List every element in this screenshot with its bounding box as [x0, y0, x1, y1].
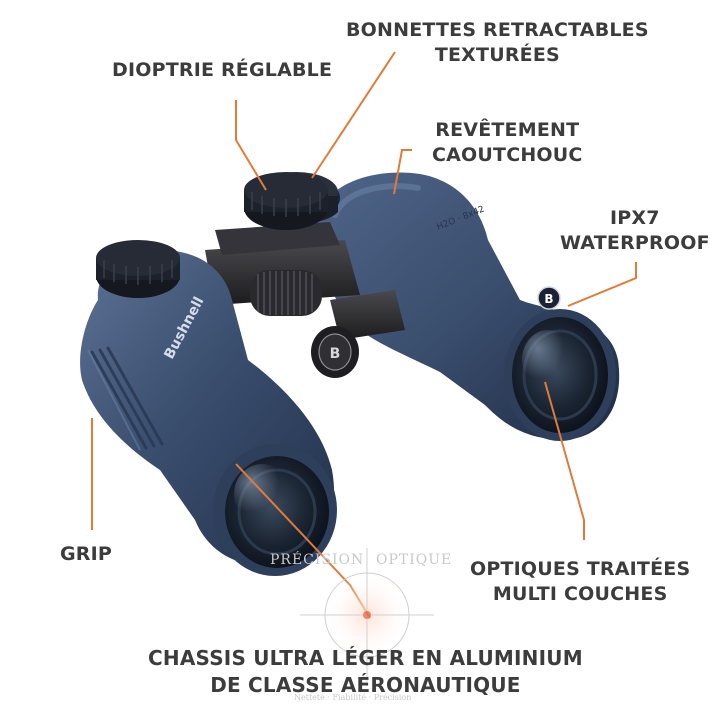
diopter-eyecup [244, 172, 328, 230]
label-diopter-text: DIOPTRIE RÉGLABLE [112, 59, 333, 81]
label-eyecups-line1: BONNETTES RETRACTABLES [346, 19, 649, 41]
svg-text:B: B [330, 346, 341, 362]
label-optics-line2: MULTI COUCHES [492, 583, 668, 605]
label-chassis: CHASSIS ULTRA LÉGER EN ALUMINIUM DE CLAS… [148, 645, 583, 699]
label-chassis-line1: CHASSIS ULTRA LÉGER EN ALUMINIUM [148, 646, 583, 670]
label-eyecups: BONNETTES RETRACTABLES TEXTURÉES [346, 18, 649, 68]
label-rubber-line1: REVÊTEMENT [435, 119, 580, 141]
label-optics: OPTIQUES TRAITÉES MULTI COUCHES [470, 557, 690, 607]
svg-text:B: B [544, 292, 553, 306]
watermark-right-text: OPTIQUE [376, 552, 453, 568]
watermark-left-text: PRÉCISION [270, 552, 365, 568]
hinge-and-focus-wheel: B [205, 222, 405, 378]
label-waterproof-line1: IPX7 [610, 207, 660, 229]
watermark-tagline: Netteté · Fiabilité · Précision [294, 693, 412, 702]
label-grip: GRIP [60, 542, 112, 567]
label-diopter: DIOPTRIE RÉGLABLE [112, 58, 332, 83]
label-grip-text: GRIP [60, 543, 113, 565]
label-rubber-line2: CAOUTCHOUC [432, 144, 583, 166]
label-eyecups-line2: TEXTURÉES [434, 44, 560, 66]
brand-badge-icon: B [537, 286, 561, 310]
label-waterproof-line2: WATERPROOF [560, 232, 710, 254]
label-waterproof: IPX7 WATERPROOF [560, 206, 710, 256]
label-optics-line1: OPTIQUES TRAITÉES [470, 558, 691, 580]
watermark-logo [300, 548, 434, 682]
left-barrel: Bushnell [80, 240, 337, 576]
label-rubber-coating: REVÊTEMENT CAOUTCHOUC [432, 118, 583, 168]
label-chassis-line2: DE CLASSE AÉRONAUTIQUE [210, 673, 521, 697]
